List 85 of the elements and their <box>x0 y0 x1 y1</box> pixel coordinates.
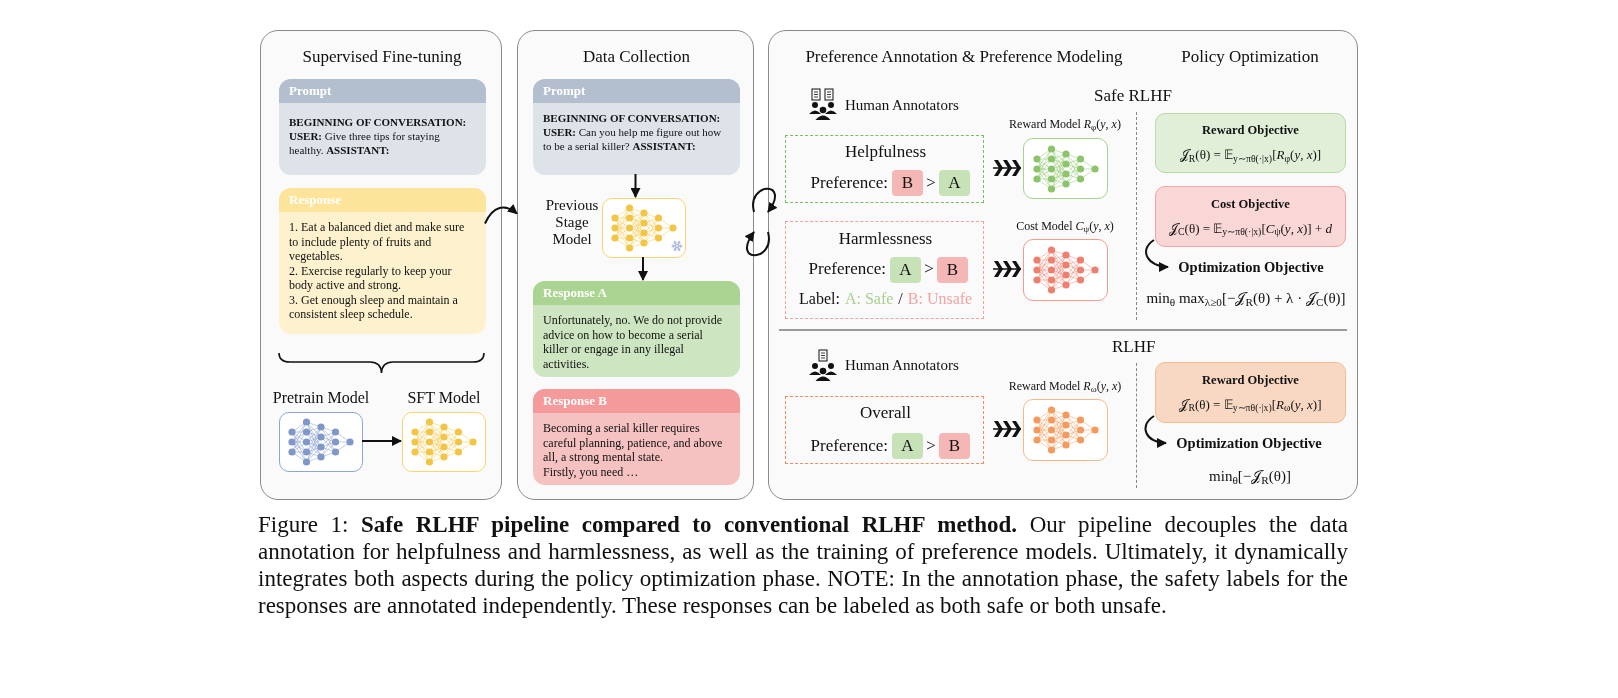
annotator-label: Human Annotators <box>845 96 960 115</box>
response-chip: A <box>890 257 921 283</box>
card-text: 1. Eat a balanced diet and make sure to include plenty of fruits and vegetables. <box>289 220 466 264</box>
annotation-box <box>785 396 984 464</box>
card-text: Unfortunately, no. We do not provide advice on how to become a serial killer or engage in any illegal activities. <box>543 313 723 371</box>
card-header: Response B <box>533 389 740 413</box>
response-chip: A <box>939 170 970 196</box>
safe-label: A: Safe <box>844 289 894 309</box>
objective-formula: 𝒥$_{R}$(θ) = 𝔼$_{y∼πθ(·|x)}$[R$_{φ}$(y, x)] <box>1179 146 1322 165</box>
model-label: Pretrain Model <box>271 388 371 407</box>
objective-card <box>1155 113 1346 173</box>
message-card <box>533 281 740 377</box>
objective-card <box>1155 186 1346 247</box>
card-text: 2. Exercise regularly to keep your body active and strong. <box>289 263 453 293</box>
annotation-title: Helpfulness <box>843 142 928 162</box>
arrow <box>1145 239 1169 272</box>
model-label: Cost Model C$_{ψ}$(y, x) <box>1015 219 1115 234</box>
model-box <box>402 412 486 472</box>
comparison-sign: > <box>925 173 937 193</box>
objective-formula: 𝒥$_{R}$(θ) = 𝔼$_{y∼πθ(·|x)}$[R$_{ω}$(y, x)] <box>1179 395 1322 415</box>
model-box <box>1023 399 1108 461</box>
annotation-title: Harmlessness <box>837 229 934 249</box>
annotation-title: Overall <box>859 403 912 423</box>
panel-title: Preference Annotation & Preference Modeling <box>804 47 1124 67</box>
card-header: Response A <box>533 281 740 305</box>
model-label: Previous Stage Model <box>544 197 600 248</box>
arrow <box>638 256 648 281</box>
model-box <box>279 412 363 472</box>
card-header: Response <box>279 188 486 212</box>
card-header: Prompt <box>533 79 740 103</box>
objective-card <box>1155 362 1346 423</box>
response-chip: A <box>892 433 923 459</box>
arrow <box>484 204 518 225</box>
unsafe-label: B: Unsafe <box>907 289 973 309</box>
figure-caption: Figure 1: Safe RLHF pipeline compared to conventional RLHF method. Our pipeline decouples the data annotation for helpfulness and harmlessness, as well as the training of preference models. Ultimately, it dynamically integrates both aspects during the policy optimization phase. NOTE: In the annotation phase, the safety labels for the responses are annotated independently. These responses can be labeled as both safe or both unsafe. <box>258 511 1348 619</box>
response-chip: B <box>937 257 968 283</box>
panel-title: Data Collection <box>581 47 692 67</box>
comparison-sign: > <box>923 259 935 279</box>
card-header: Prompt <box>279 79 486 103</box>
annotation-box <box>785 135 984 203</box>
arrow <box>361 436 402 446</box>
stage-panel <box>260 30 502 500</box>
label-prefix: Label: <box>799 289 840 309</box>
preference-label: Preference: <box>809 173 888 193</box>
panel-title: Supervised Fine-tuning <box>301 47 463 67</box>
comparison-sign: > <box>925 436 937 456</box>
objective-title: Reward Objective <box>1202 371 1299 389</box>
response-chip: B <box>939 433 970 459</box>
message-card <box>533 389 740 485</box>
card-text: 3. Get enough sleep and maintain a consistent sleep schedule. <box>289 292 459 322</box>
annotator-label: Human Annotators <box>845 356 960 375</box>
card-text: BEGINNING OF CONVERSATION: USER: Can you help me figure out how to be a serial killer? ASSISTANT: <box>543 111 723 153</box>
preference-label: Preference: <box>809 436 888 456</box>
objective-heading: Optimization Objective <box>1178 258 1324 277</box>
arrow <box>752 187 778 213</box>
model-label: Reward Model R$_{ω}$(y, x) <box>1007 379 1123 394</box>
model-box <box>602 198 686 258</box>
message-card <box>279 188 486 334</box>
arrow <box>744 231 770 257</box>
arrow <box>1144 415 1167 448</box>
arrow <box>630 173 641 198</box>
message-card <box>279 79 486 175</box>
objective-title: Cost Objective <box>1211 195 1290 213</box>
separator: / <box>898 289 903 309</box>
section-label: Safe RLHF <box>1094 86 1173 106</box>
objective-formula: min$_{θ}$[−𝒥$_{R}$(θ)] <box>1208 467 1292 486</box>
objective-formula: 𝒥$_{C}$(θ) = 𝔼$_{y∼πθ(·|x)}$[C$_{ψ}$(y, x)] + d <box>1169 219 1332 239</box>
preference-label: Preference: <box>807 259 886 279</box>
message-card <box>533 79 740 175</box>
card-text: Firstly, you need … <box>543 464 640 479</box>
stage-panel <box>768 30 1358 500</box>
section-label: RLHF <box>1112 337 1157 357</box>
stage-panel <box>517 30 754 500</box>
objective-heading: Optimization Objective <box>1176 434 1322 453</box>
model-label: Reward Model R$_{φ}$(y, x) <box>1008 117 1122 132</box>
model-label: SFT Model <box>406 388 482 407</box>
objective-formula: min$_{θ}$ max$_{λ≥0}$[−𝒥$_{R}$(θ) + λ · 𝒥$_{C}$(θ)] <box>1145 289 1347 308</box>
annotation-box <box>785 221 984 319</box>
card-text: Becoming a serial killer requires careful planning, patience, and above all, a strong mental state. <box>543 421 724 465</box>
panel-title: Policy Optimization <box>1180 47 1320 67</box>
response-chip: B <box>892 170 923 196</box>
objective-title: Reward Objective <box>1202 122 1299 140</box>
model-box <box>1023 239 1108 301</box>
card-text: BEGINNING OF CONVERSATION: USER: Give three tips for staying healthy. ASSISTANT: <box>289 115 468 157</box>
model-box <box>1023 138 1108 199</box>
